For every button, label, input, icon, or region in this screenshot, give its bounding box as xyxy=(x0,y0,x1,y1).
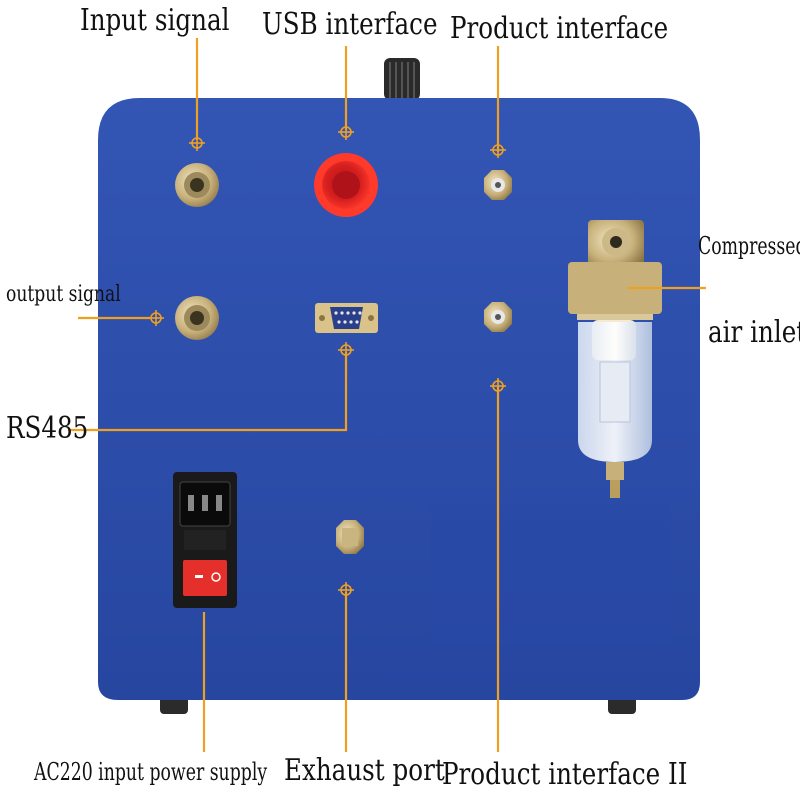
input-signal-connector xyxy=(175,163,219,207)
output-signal-connector xyxy=(175,296,219,340)
label-rs485: RS485 xyxy=(6,411,89,446)
label-compressed: Compressed xyxy=(698,232,800,260)
label-product-interface-ii: Product interface II xyxy=(442,757,688,792)
target-markers xyxy=(148,124,506,598)
label-input-signal: Input signal xyxy=(80,3,230,38)
rs485-port xyxy=(315,303,378,333)
label-exhaust-port: Exhaust port xyxy=(284,753,445,788)
label-usb-interface: USB interface xyxy=(262,7,438,42)
exhaust-port-fitting xyxy=(336,520,364,554)
label-ac-power: AC220 input power supply xyxy=(34,758,268,786)
label-product-interface: Product interface xyxy=(450,11,669,46)
product-interface-fitting xyxy=(484,170,512,200)
label-output-signal: output signal xyxy=(6,282,121,307)
label-air-inlet: air inlet xyxy=(708,315,800,350)
product-interface-ii-fitting xyxy=(484,302,512,332)
usb-interface-port xyxy=(314,153,378,217)
ac-power-inlet xyxy=(173,472,237,608)
leader-lines xyxy=(68,38,706,752)
compressed-air-filter xyxy=(568,220,662,498)
